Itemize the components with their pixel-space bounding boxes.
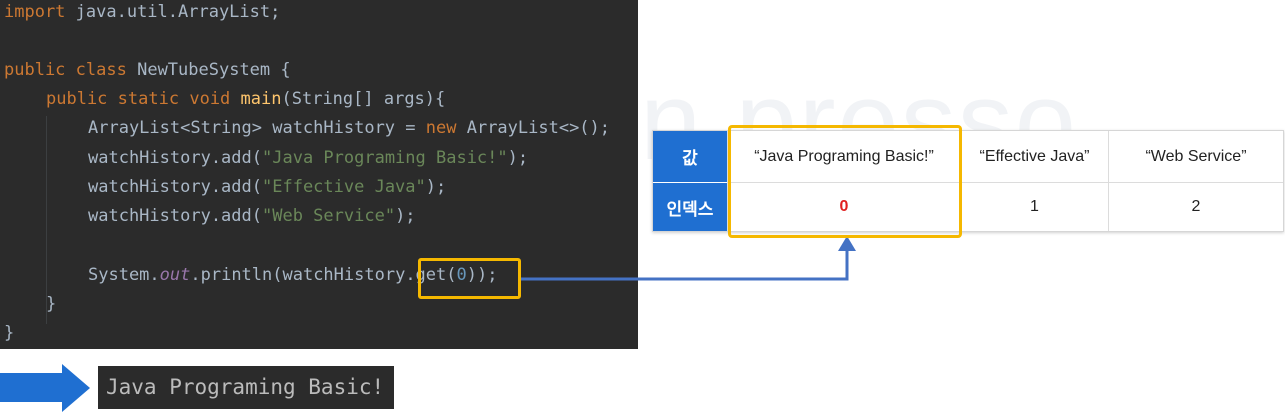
println-call: .println(watchHistory <box>190 265 406 285</box>
output-arrow-icon <box>0 373 64 402</box>
code-editor[interactable]: import java.util.ArrayList; public class… <box>0 0 638 349</box>
get-end: )); <box>466 265 498 285</box>
add-end: ); <box>395 206 416 226</box>
code-line-close-method: } <box>46 290 56 319</box>
get-call-highlight <box>418 258 521 299</box>
add-call: watchHistory.add( <box>88 148 262 168</box>
main-params: (String[] args){ <box>281 89 446 109</box>
keyword-void: void <box>189 89 231 109</box>
arraylist-declaration: ArrayList<String> watchHistory = <box>88 118 426 138</box>
add-call: watchHistory.add( <box>88 177 262 197</box>
code-line-declare: ArrayList<String> watchHistory = new Arr… <box>88 114 610 143</box>
index-zero-highlight <box>728 125 962 238</box>
arraylist-table: 값 인덱스 “Java Programing Basic!” “Effectiv… <box>652 130 1284 232</box>
table-value-cell: “Web Service” <box>1108 131 1283 182</box>
value-header: 값 <box>653 131 727 182</box>
method-main: main <box>240 89 282 109</box>
arraylist-constructor: ArrayList<>(); <box>456 118 611 138</box>
index-header: 인덱스 <box>653 182 727 231</box>
code-line-add-2: watchHistory.add("Effective Java"); <box>88 173 446 202</box>
get-index: 0 <box>456 265 467 285</box>
string-literal-1: "Java Programing Basic!" <box>262 148 508 168</box>
connector-arrowhead <box>838 236 856 251</box>
table-index-cell-active: 0 <box>727 182 960 231</box>
table-index-cell: 1 <box>960 182 1108 231</box>
indent-guide <box>46 116 47 324</box>
output-arrow-head-icon <box>62 364 90 412</box>
code-line-main: public static void main(String[] args){ <box>46 85 445 114</box>
string-literal-3: "Web Service" <box>262 206 396 226</box>
code-line-import: import java.util.ArrayList; <box>4 0 280 27</box>
closing-brace: } <box>4 323 15 343</box>
keyword-public: public <box>46 89 108 109</box>
keyword-import: import <box>4 2 66 22</box>
table-value-cell: “Effective Java” <box>960 131 1108 182</box>
code-line-class: public class NewTubeSystem { <box>4 56 291 85</box>
keyword-class: class <box>75 60 127 80</box>
code-line-add-1: watchHistory.add("Java Programing Basic!… <box>88 144 528 173</box>
table-value-cell: “Java Programing Basic!” <box>727 131 960 182</box>
code-line-println: System.out.println(watchHistory.get(0)); <box>88 261 497 290</box>
system-ref: System. <box>88 265 160 285</box>
import-path: java.util.ArrayList; <box>65 2 281 22</box>
add-end: ); <box>425 177 447 197</box>
code-line-add-3: watchHistory.add("Web Service"); <box>88 202 416 231</box>
table-index-cell: 2 <box>1108 182 1283 231</box>
add-end: ); <box>507 148 529 168</box>
string-literal-2: "Effective Java" <box>262 177 426 197</box>
keyword-public: public <box>4 60 66 80</box>
code-line-close-class: } <box>4 319 14 348</box>
console-output: Java Programing Basic! <box>98 366 394 409</box>
closing-brace: } <box>46 294 57 314</box>
keyword-static: static <box>117 89 180 109</box>
field-out: out <box>159 265 191 285</box>
keyword-new: new <box>425 118 457 138</box>
add-call: watchHistory.add( <box>88 206 262 226</box>
class-name: NewTubeSystem { <box>126 60 291 80</box>
